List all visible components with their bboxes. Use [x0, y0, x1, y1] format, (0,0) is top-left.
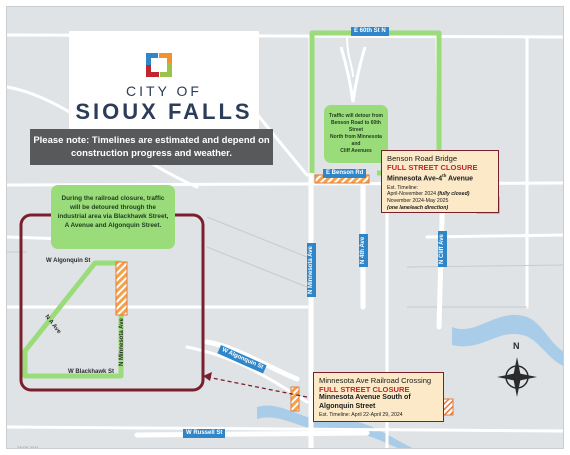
benson-location-suffix: Avenue: [446, 175, 474, 183]
railroad-crossing-timeline: Est. Timeline: April 22-April 29, 2024: [319, 412, 403, 418]
timeline-note-line1: Please note: Timelines are estimated and…: [33, 135, 270, 146]
street-label-n-minnesota-east: N Minnesota Ave: [307, 243, 316, 297]
benson-bridge-info: Benson Road Bridge FULL STREET CLOSURE M…: [381, 150, 499, 213]
railroad-crossing-location-1: Minnesota Avenue South of: [319, 394, 411, 401]
railroad-crossing-info: Minnesota Ave Railroad Crossing FULL STR…: [313, 372, 444, 422]
street-label-e-60th: E 60th St N: [351, 27, 389, 36]
street-label-n-cliff: N Cliff Ave: [438, 231, 447, 267]
railroad-crossing-title: Minnesota Ave Railroad Crossing: [319, 376, 432, 385]
street-label-w-algonquin-west: W Algonquin St: [46, 258, 91, 264]
detour-note-benson: Traffic will detour from Benson Road to …: [324, 105, 388, 163]
street-label-e-benson: E Benson Rd: [323, 169, 367, 178]
river: [452, 315, 563, 366]
closure-segment-railroad: [290, 386, 300, 412]
sioux-falls-logo-icon: [146, 53, 172, 77]
benson-timeline-1: April-November 2024 (fully closed): [387, 191, 493, 198]
closure-segment-algonquin: [115, 261, 128, 316]
logo-city-name: SIOUX FALLS: [75, 99, 253, 124]
detour-industrial-line2: will be detoured through the: [70, 204, 156, 211]
railroad-crossing-closure: FULL STREET CLOSURE: [319, 385, 410, 394]
benson-timeline-label: Est. Timeline:: [387, 184, 419, 191]
street-label-n-4th: N 4th Ave: [359, 233, 368, 267]
detour-benson-line3: North from Minnesota and: [330, 134, 382, 147]
compass-icon: [497, 357, 537, 397]
benson-timeline-2: November 2024-May 2025: [387, 198, 449, 205]
pointer-arrow: [206, 376, 308, 398]
benson-timeline-3: (one lane/each direction): [387, 204, 449, 211]
map-frame: N E 60th St N E Benson Rd W Algonquin St…: [6, 6, 564, 449]
compass-north-label: N: [513, 341, 520, 351]
map-source-code: 24028-2024: [17, 445, 39, 449]
benson-bridge-title: Benson Road Bridge: [387, 154, 458, 163]
benson-timeline-1-text: April-November 2024: [387, 191, 438, 198]
benson-timeline-1-note: (fully closed): [437, 191, 470, 198]
benson-bridge-timeline: Est. Timeline: April-November 2024 (full…: [387, 185, 493, 211]
detour-industrial-line4: A Avenue and Algonquin Street.: [64, 222, 162, 229]
detour-industrial-line1: During the railroad closure, traffic: [61, 195, 165, 202]
detour-benson-line1: Traffic will detour from: [329, 113, 383, 119]
street-label-w-blackhawk: W Blackhawk St: [68, 369, 115, 375]
detour-note-industrial: During the railroad closure, traffic wil…: [51, 185, 175, 249]
benson-bridge-closure: FULL STREET CLOSURE: [387, 163, 478, 172]
railroad-crossing-location-2: Algonquin Street: [319, 402, 376, 410]
benson-location-prefix: Minnesota Ave-4: [387, 175, 443, 183]
street-label-w-russell: W Russell St: [183, 429, 226, 438]
street-label-n-minnesota-west: N Minnesota Ave: [119, 318, 125, 366]
river-branch: [257, 405, 413, 448]
timeline-note-line2: construction progress and weather.: [70, 148, 232, 159]
detour-benson-line2: Benson Road to 60th Street: [330, 120, 381, 133]
benson-bridge-location: Minnesota Ave-4th Avenue: [387, 172, 493, 184]
benson-location-sup: th: [442, 173, 447, 178]
detour-benson-line4: Cliff Avenues: [340, 148, 372, 154]
detour-route-industrial: [22, 260, 124, 379]
detour-industrial-line3: industrial area via Blackhawk Street,: [57, 213, 169, 220]
logo-city-of: CITY OF: [126, 83, 202, 99]
timeline-note: Please note: Timelines are estimated and…: [30, 129, 273, 165]
city-logo: CITY OF SIOUX FALLS: [69, 31, 259, 131]
interchange-ramp: [339, 46, 367, 103]
